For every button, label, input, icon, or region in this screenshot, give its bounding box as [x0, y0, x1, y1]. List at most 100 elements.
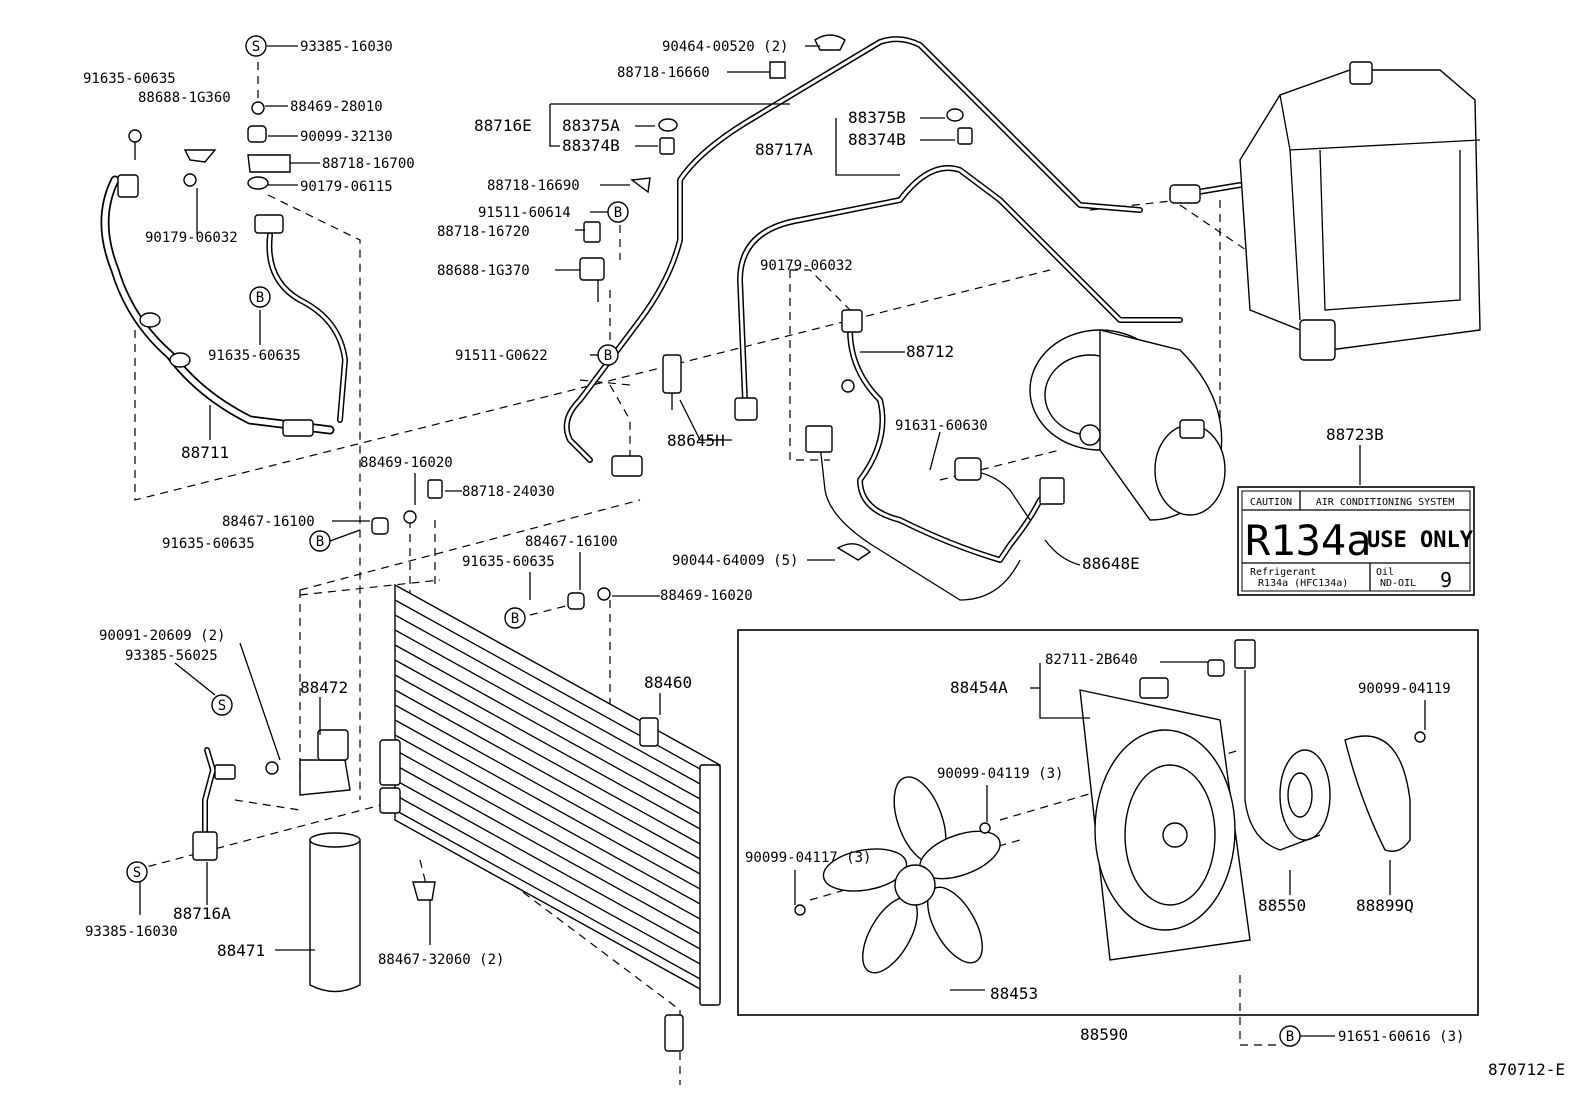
- part-label: 88899Q: [1356, 896, 1414, 915]
- condenser-mount-parts: [371, 479, 611, 901]
- svg-text:S: S: [133, 865, 141, 881]
- fan-blades: [822, 776, 1001, 974]
- oil-detail: ND-OIL: [1380, 578, 1416, 589]
- suction-hose: [805, 309, 1065, 601]
- b-marker: B: [1279, 1025, 1301, 1047]
- part-label: 90179-06032: [145, 230, 238, 246]
- part-label: 88723B: [1326, 425, 1384, 444]
- leader-lines: [139, 45, 1426, 1037]
- svg-text:B: B: [256, 290, 264, 306]
- part-label: 90179-06032: [760, 258, 853, 274]
- s-marker: S: [126, 861, 148, 883]
- part-label: 88718-24030: [462, 484, 555, 500]
- part-label: 88467-16100: [222, 514, 315, 530]
- part-label: 91635-60635: [462, 554, 555, 570]
- part-label: 88688-1G360: [138, 90, 231, 106]
- part-label: 91635-60635: [162, 536, 255, 552]
- part-label: 88460: [644, 673, 692, 692]
- b-marker: B: [597, 344, 619, 366]
- part-label: 88717A: [755, 140, 813, 159]
- svg-text:B: B: [604, 348, 612, 364]
- oil-title: Oil: [1376, 567, 1394, 578]
- part-label: 88454A: [950, 678, 1008, 697]
- part-label: 88716A: [173, 904, 231, 923]
- part-label: 91511-G0622: [455, 348, 548, 364]
- b-marker: B: [249, 286, 271, 308]
- part-label: 88712: [906, 342, 954, 361]
- part-label: 88718-16700: [322, 156, 415, 172]
- discharge-hose: [100, 174, 348, 437]
- part-label: 88374B: [562, 136, 620, 155]
- part-label: 88550: [1258, 896, 1306, 915]
- part-label: 88472: [300, 678, 348, 697]
- compressor: [1029, 329, 1226, 521]
- hvac-unit: [1239, 61, 1481, 361]
- part-label: 88467-32060 (2): [378, 952, 504, 968]
- svg-text:B: B: [511, 611, 519, 627]
- part-label: 93385-56025: [125, 648, 218, 664]
- part-label: 91635-60635: [83, 71, 176, 87]
- svg-text:S: S: [252, 39, 260, 55]
- part-label: 93385-16030: [85, 924, 178, 940]
- part-label: 91631-60630: [895, 418, 988, 434]
- part-label: 88453: [990, 984, 1038, 1003]
- symbol-markers: S B B B B B S S B: [126, 35, 1301, 1047]
- part-label: 90464-00520 (2): [662, 39, 788, 55]
- b-marker: B: [607, 201, 629, 223]
- part-labels: 93385-16030 91635-60635 88688-1G360 8846…: [83, 39, 1565, 1079]
- diagram-code: 870712-E: [1488, 1060, 1565, 1079]
- part-label: 88648E: [1082, 554, 1140, 573]
- use-only-text: USE ONLY: [1367, 528, 1474, 553]
- part-label: 90099-04119: [1358, 681, 1451, 697]
- part-label: 88471: [217, 941, 265, 960]
- part-label: 90099-04117 (3): [745, 850, 871, 866]
- part-label: 88469-16020: [360, 455, 453, 471]
- fan-assembly-box: [737, 629, 1479, 1016]
- system-text: AIR CONDITIONING SYSTEM: [1316, 497, 1454, 508]
- part-label: 90091-20609 (2): [99, 628, 225, 644]
- part-label: 93385-16030: [300, 39, 393, 55]
- part-label: 88718-16690: [487, 178, 580, 194]
- part-label: 90044-64009 (5): [672, 553, 798, 569]
- svg-text:B: B: [1286, 1029, 1294, 1045]
- part-label: 88590: [1080, 1025, 1128, 1044]
- part-label: 88716E: [474, 116, 532, 135]
- part-label: 88375B: [848, 108, 906, 127]
- part-label: 88645H: [667, 431, 725, 450]
- part-label: 82711-2B640: [1045, 652, 1138, 668]
- part-label: 90099-04119 (3): [937, 766, 1063, 782]
- part-label: 88711: [181, 443, 229, 462]
- svg-text:B: B: [614, 205, 622, 221]
- pipe-assemblies: [563, 34, 1243, 477]
- part-label: 88688-1G370: [437, 263, 530, 279]
- part-label: 88374B: [848, 130, 906, 149]
- s-marker: S: [245, 35, 267, 57]
- refrigerant-detail: R134a (HFC134a): [1258, 578, 1348, 589]
- bracket-parts: [579, 221, 682, 410]
- condenser: [379, 583, 721, 1052]
- part-label: 88375A: [562, 116, 620, 135]
- part-label: 90099-32130: [300, 129, 393, 145]
- b-marker: B: [504, 607, 526, 629]
- part-label: 88467-16100: [525, 534, 618, 550]
- part-label: 91635-60635: [208, 348, 301, 364]
- caution-label: CAUTION AIR CONDITIONING SYSTEM R134a US…: [1237, 486, 1475, 596]
- part-label: 88718-16720: [437, 224, 530, 240]
- top-left-fasteners: [128, 101, 291, 190]
- s-marker: S: [211, 694, 233, 716]
- part-label: 88469-28010: [290, 99, 383, 115]
- caution-text: CAUTION: [1250, 497, 1292, 508]
- alignment-dashed-lines: [134, 62, 1291, 1085]
- receiver-assembly: [192, 729, 361, 993]
- refrigerant-title: Refrigerant: [1250, 567, 1316, 578]
- part-label: 90179-06115: [300, 179, 393, 195]
- refrigerant-code: R134a: [1245, 516, 1371, 565]
- b-marker: B: [309, 530, 331, 552]
- part-label: 88469-16020: [660, 588, 753, 604]
- part-label: 91511-60614: [478, 205, 571, 221]
- svg-text:S: S: [218, 698, 226, 714]
- part-label: 91651-60616 (3): [1338, 1029, 1464, 1045]
- part-label: 88718-16660: [617, 65, 710, 81]
- svg-text:B: B: [316, 534, 324, 550]
